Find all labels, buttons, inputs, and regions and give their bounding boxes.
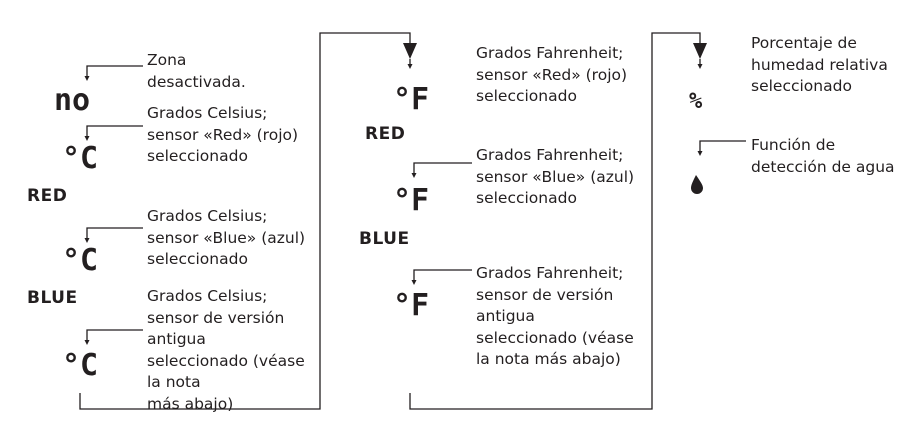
water-label: Función de detección de agua xyxy=(751,136,895,176)
celsius-blue-label: Grados Celsius; sensor «Blue» (azul) sel… xyxy=(147,207,306,268)
fahrenheit-red-label: Grados Fahrenheit; sensor «Red» (rojo) s… xyxy=(476,44,628,105)
humidity-label: Porcentaje de humedad relativa seleccion… xyxy=(751,34,888,95)
humidity-symbol: % xyxy=(689,89,704,114)
cycle-path xyxy=(79,32,411,410)
big-arrow-1 xyxy=(403,43,417,59)
celsius-old-symbol: °C xyxy=(62,348,99,383)
leader-water xyxy=(699,140,746,152)
fahrenheit-old-symbol: °F xyxy=(393,288,430,323)
cycle-path-2 xyxy=(409,32,701,410)
celsius-blue-symbol: °C xyxy=(62,243,99,278)
zone-off-code: no xyxy=(54,83,91,118)
zone-off-label: Zona desactivada. xyxy=(147,51,246,91)
celsius-blue-tag: BLUE xyxy=(27,288,78,308)
fahrenheit-blue-tag: BLUE xyxy=(359,229,410,249)
fahrenheit-red-tag: RED xyxy=(365,124,406,144)
leader-fahrenheit-blue xyxy=(413,162,472,174)
fahrenheit-red-symbol: °F xyxy=(393,82,430,117)
celsius-red-label: Grados Celsius; sensor «Red» (rojo) sele… xyxy=(147,104,299,165)
celsius-old-label: Grados Celsius; sensor de versión antigu… xyxy=(147,287,305,413)
leader-celsius-blue xyxy=(86,227,143,239)
celsius-red-tag: RED xyxy=(27,186,68,206)
fahrenheit-old-label: Grados Fahrenheit; sensor de versión ant… xyxy=(476,264,634,368)
leader-zone-off xyxy=(86,65,143,77)
leader-celsius-red xyxy=(86,125,143,137)
big-arrow-2 xyxy=(693,43,707,59)
fahrenheit-blue-label: Grados Fahrenheit; sensor «Blue» (azul) … xyxy=(476,146,635,207)
leader-fahrenheit-old xyxy=(413,269,472,281)
leader-celsius-old xyxy=(86,329,143,341)
fahrenheit-blue-symbol: °F xyxy=(393,183,430,218)
celsius-red-symbol: °C xyxy=(62,141,99,176)
water-drop-icon xyxy=(691,175,703,194)
